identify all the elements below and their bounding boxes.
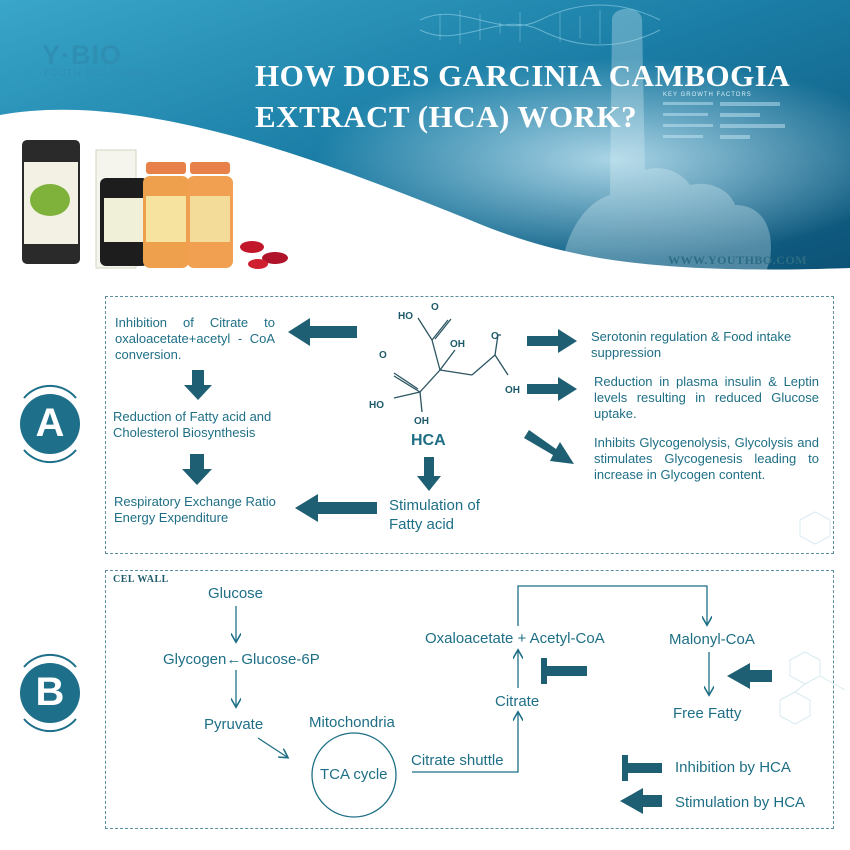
page-title: HOW DOES GARCINIA CAMBOGIA EXTRACT (HCA)… — [255, 55, 845, 137]
badge-b-ring — [20, 653, 80, 733]
glycogen-effects-text: Inhibits Glycogenolysis, Glycolysis and … — [594, 435, 819, 482]
oxaloacetate-label: Oxaloacetate + Acetyl-CoA — [425, 630, 605, 647]
serotonin-text: Serotonin regulation & Food intake suppr… — [591, 329, 792, 360]
insulin-leptin-text: Reduction in plasma insulin & Leptin lev… — [594, 374, 819, 421]
hca-group-o-top: O — [431, 302, 439, 313]
tca-cycle-label: TCA cycle — [320, 766, 388, 783]
hca-group-ho-top: HO — [398, 311, 413, 322]
mitochondria-label: Mitochondria — [309, 714, 395, 731]
badge-b: B — [35, 670, 65, 714]
section-a-frame — [105, 296, 834, 554]
citrate-shuttle-label: Citrate shuttle — [411, 752, 504, 769]
hca-group-oh-right: OH — [505, 385, 520, 396]
hca-molecule — [393, 317, 509, 413]
legend-inhibition-label: Inhibition by HCA — [675, 759, 791, 776]
hca-label: HCA — [411, 432, 446, 449]
title-line-2: EXTRACT (HCA) WORK? — [255, 99, 638, 134]
fatty-acid-reduction-text: Reduction of Fatty acid and Cholesterol … — [113, 409, 272, 440]
hero-banner: Y·BIO YOUTH BIO-PHARM HOW DOES GARCINIA … — [0, 0, 850, 290]
legend-stimulation-label: Stimulation by HCA — [675, 794, 806, 811]
glucose-label: Glucose — [208, 585, 264, 602]
pyruvate-label: Pyruvate — [204, 716, 264, 733]
hca-group-o-left: O — [379, 350, 387, 361]
brand-logo: Y·BIO YOUTH BIO-PHARM — [42, 40, 151, 79]
hca-group-oh-bottom: OH — [414, 416, 429, 427]
citrate-label: Citrate — [495, 693, 540, 710]
hero-caption: KEY GROWTH FACTORS — [663, 92, 752, 98]
logo-subtitle: YOUTH BIO-PHARM — [42, 68, 152, 79]
website-url[interactable]: WWW.YOUTHBO.COM — [668, 253, 808, 267]
free-fatty-label: Free Fatty — [673, 705, 742, 722]
logo-mark: Y·BIO — [42, 40, 123, 70]
hca-group-o-right: O — [491, 331, 499, 342]
hero-background — [0, 0, 850, 290]
hca-group-ho-left: HO — [369, 400, 384, 411]
badge-a: A — [35, 401, 65, 445]
malonyl-coa-label: Malonyl-CoA — [669, 631, 755, 648]
title-line-1: HOW DOES GARCINIA CAMBOGIA — [255, 58, 791, 93]
stimulation-fatty-acid-text: Stimulation of Fatty acid — [389, 497, 480, 533]
badge-a-ring — [20, 384, 80, 464]
section-b-frame — [105, 570, 834, 829]
inhibition-citrate-text: Inhibition of Citrate to oxaloacetate+ac… — [115, 315, 275, 362]
hca-group-oh-center: OH — [450, 339, 465, 350]
respiratory-exchange-text: Respiratory Exchange Ratio Energy Expend… — [114, 494, 276, 525]
glycogen-label: Glycogen←Glucose-6P — [163, 651, 320, 668]
product-bottles — [22, 140, 288, 269]
cel-wall-label: CEL WALL — [113, 574, 169, 585]
